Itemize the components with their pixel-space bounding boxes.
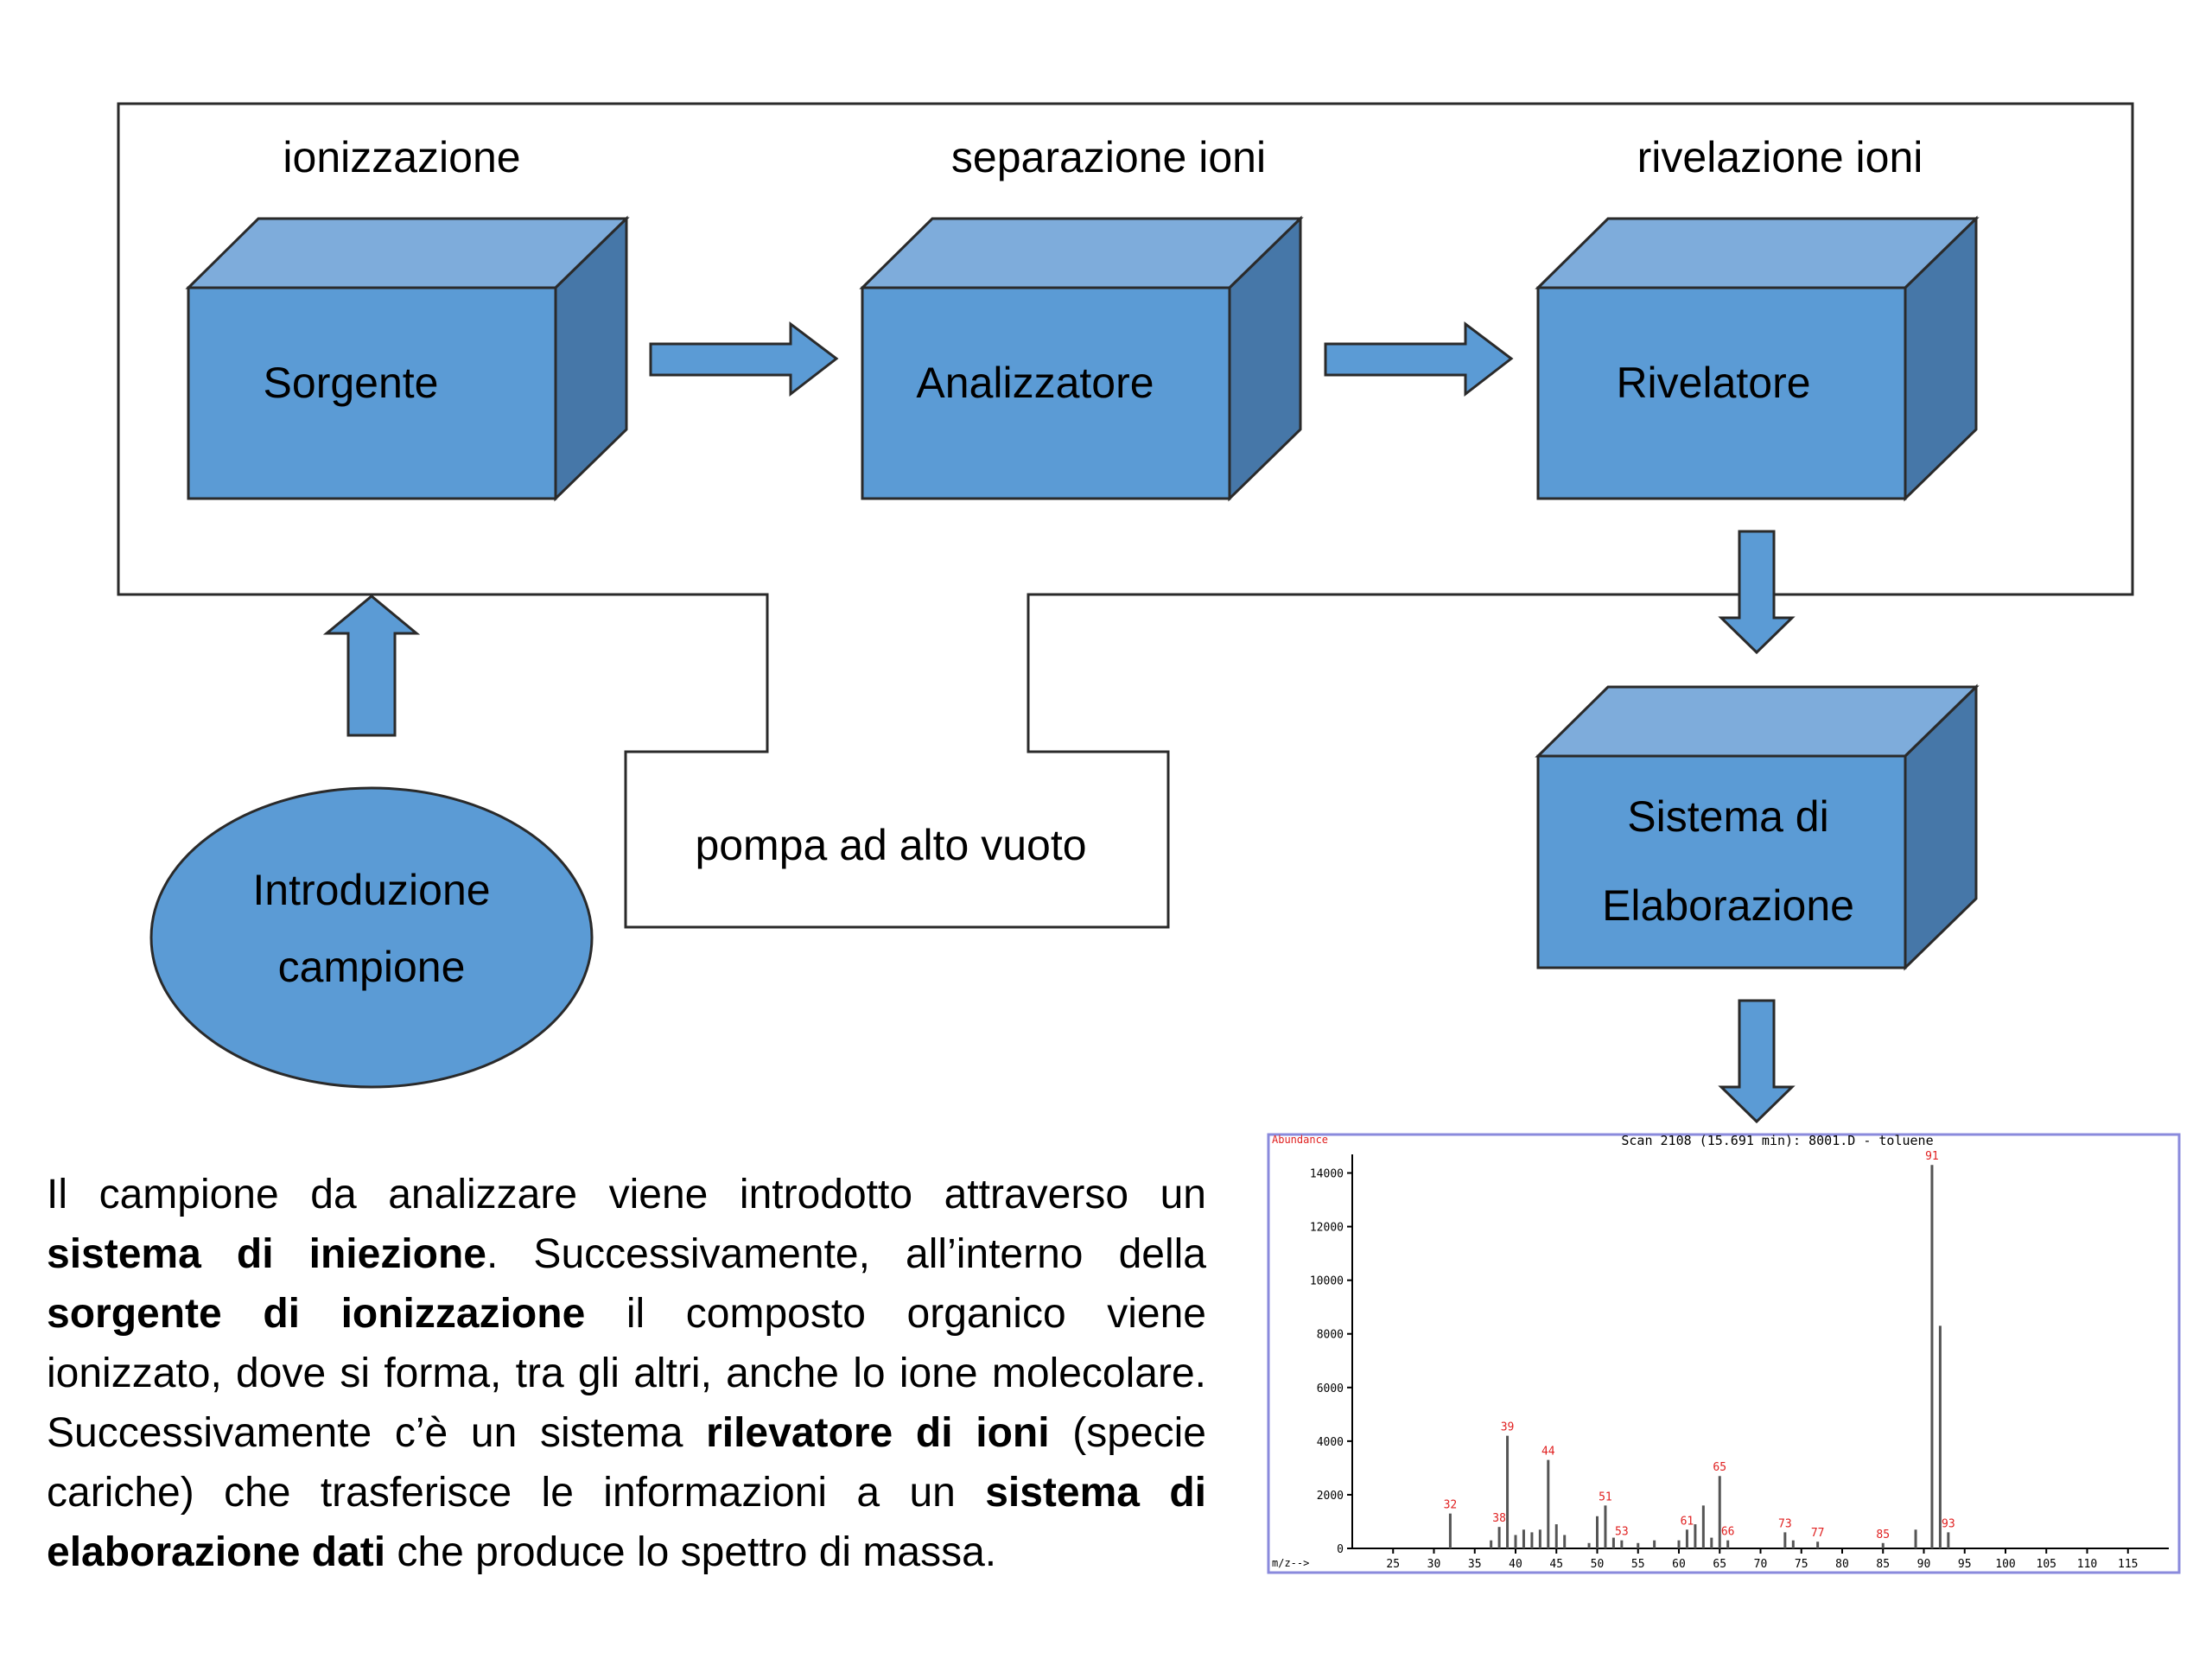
x-tick-label: 110	[2077, 1558, 2097, 1571]
processing-label-line2: Elaborazione	[1602, 881, 1854, 930]
processing-label-line1: Sistema di	[1627, 792, 1828, 841]
x-tick-label: 55	[1631, 1558, 1645, 1571]
peak-label: 38	[1492, 1512, 1506, 1525]
vacuum-enclosure	[117, 102, 2134, 929]
stage-label-detection: rivelazione ioni	[1637, 133, 1923, 181]
detector-box-front	[1536, 286, 1907, 500]
peak-label: 39	[1501, 1421, 1515, 1434]
stage-label-ionization: ionizzazione	[283, 133, 520, 181]
description-bold-ion-detector: rilevatore di ioni	[706, 1410, 1050, 1456]
detector-label: Rivelatore	[1616, 359, 1810, 407]
x-tick-label: 30	[1427, 1558, 1441, 1571]
x-tick-label: 85	[1876, 1558, 1890, 1571]
spectrum-ylabel: Abundance	[1272, 1134, 1328, 1146]
x-tick-label: 70	[1754, 1558, 1768, 1571]
spectrum-x-ticks: 25 30 35 40 45 50 55 60 65 70 75 80 85 90 95 100 105 110 1…	[1386, 1548, 2138, 1571]
y-tick-label: 0	[1337, 1543, 1344, 1556]
pump-label: pompa ad alto vuoto	[695, 821, 1086, 869]
description-paragraph: Il campione da analizzare viene introdot…	[47, 1165, 1206, 1582]
description-text-4: (specie cariche) che trasferisce le info…	[47, 1410, 1206, 1516]
peak-label: 91	[1925, 1150, 1939, 1163]
y-tick-label: 2000	[1317, 1490, 1344, 1503]
analyzer-box-top	[859, 217, 1304, 289]
source-box-top	[185, 217, 630, 289]
source-label: Sorgente	[264, 359, 439, 407]
source-box: Sorgente	[185, 215, 630, 502]
peak-label: 93	[1942, 1517, 1955, 1530]
arrow-processing-to-spectrum	[1718, 999, 1796, 1124]
x-tick-label: 65	[1713, 1558, 1726, 1571]
processing-box-top	[1535, 685, 1980, 758]
peak-label: 66	[1721, 1526, 1735, 1539]
spectrum-peaks	[1448, 1165, 1950, 1548]
description-text-2: . Successivamente, all’interno della	[486, 1231, 1207, 1277]
arrow-source-to-analyzer	[649, 321, 839, 397]
description-text-5: che produce lo spettro di massa.	[385, 1529, 997, 1575]
description-bold-data-system: sistema di elaborazione dati	[47, 1470, 1206, 1575]
spectrum-y-ticks: 0 2000 4000 6000 8000 10000 12000 14000	[1310, 1168, 1352, 1556]
x-tick-label: 80	[1835, 1558, 1849, 1571]
spectrum-title: Scan 2108 (15.691 min): 8001.D - toluene	[1621, 1133, 1933, 1148]
x-tick-label: 90	[1917, 1558, 1931, 1571]
peak-label: 53	[1615, 1526, 1629, 1539]
x-tick-label: 115	[2118, 1558, 2138, 1571]
source-box-front	[187, 286, 557, 500]
analyzer-box-front	[861, 286, 1231, 500]
x-tick-label: 35	[1468, 1558, 1482, 1571]
x-tick-label: 25	[1386, 1558, 1400, 1571]
x-tick-label: 75	[1795, 1558, 1808, 1571]
y-tick-label: 12000	[1310, 1222, 1344, 1235]
detector-box: Rivelatore	[1535, 215, 1980, 502]
detector-box-top	[1535, 217, 1980, 289]
processing-box: Sistema di Elaborazione	[1535, 683, 1980, 971]
description-bold-injection-system: sistema di iniezione	[47, 1231, 486, 1277]
x-tick-label: 50	[1591, 1558, 1605, 1571]
peak-label: 65	[1713, 1461, 1726, 1474]
analyzer-label: Analizzatore	[916, 359, 1154, 407]
y-tick-label: 6000	[1317, 1382, 1344, 1395]
spectrum-peak-labels: 32 38 39 44 51 53 61 65 66 73 77 85 91 93	[1444, 1150, 1955, 1541]
y-tick-label: 10000	[1310, 1275, 1344, 1288]
peak-label: 44	[1541, 1446, 1555, 1459]
introduction-ellipse	[149, 786, 594, 1089]
y-tick-label: 14000	[1310, 1168, 1344, 1181]
arrow-introduction-to-source	[322, 594, 421, 737]
x-tick-label: 95	[1958, 1558, 1972, 1571]
peak-label: 51	[1599, 1491, 1612, 1503]
peak-label: 32	[1444, 1499, 1458, 1512]
y-tick-label: 8000	[1317, 1329, 1344, 1342]
stage-label-separation: separazione ioni	[951, 133, 1266, 181]
spectrum-frame	[1267, 1133, 2181, 1574]
mass-spectrum-chart: Abundance Scan 2108 (15.691 min): 8001.D…	[1267, 1133, 2181, 1574]
description-text-3: il composto organico viene ionizzato, do…	[47, 1291, 1206, 1456]
peak-label: 61	[1681, 1515, 1694, 1528]
x-tick-label: 105	[2037, 1558, 2056, 1571]
arrow-detector-to-processing	[1718, 530, 1796, 655]
introduction-label-line1: Introduzione	[252, 866, 490, 914]
introduction-label-line2: campione	[278, 943, 466, 991]
peak-label: 77	[1811, 1527, 1825, 1540]
x-tick-label: 100	[1995, 1558, 2015, 1571]
spectrum-xlabel: m/z-->	[1272, 1557, 1309, 1569]
analyzer-box: Analizzatore	[859, 215, 1304, 502]
peak-label: 85	[1876, 1529, 1890, 1541]
x-tick-label: 40	[1509, 1558, 1522, 1571]
description-bold-ionization-source: sorgente di ionizzazione	[47, 1291, 586, 1337]
arrow-analyzer-to-detector	[1324, 321, 1514, 397]
peak-label: 73	[1778, 1517, 1792, 1530]
processing-box-front	[1536, 754, 1907, 969]
x-tick-label: 60	[1672, 1558, 1686, 1571]
x-tick-label: 45	[1549, 1558, 1563, 1571]
description-text-1: Il campione da analizzare viene introdot…	[47, 1172, 1206, 1217]
y-tick-label: 4000	[1317, 1436, 1344, 1449]
